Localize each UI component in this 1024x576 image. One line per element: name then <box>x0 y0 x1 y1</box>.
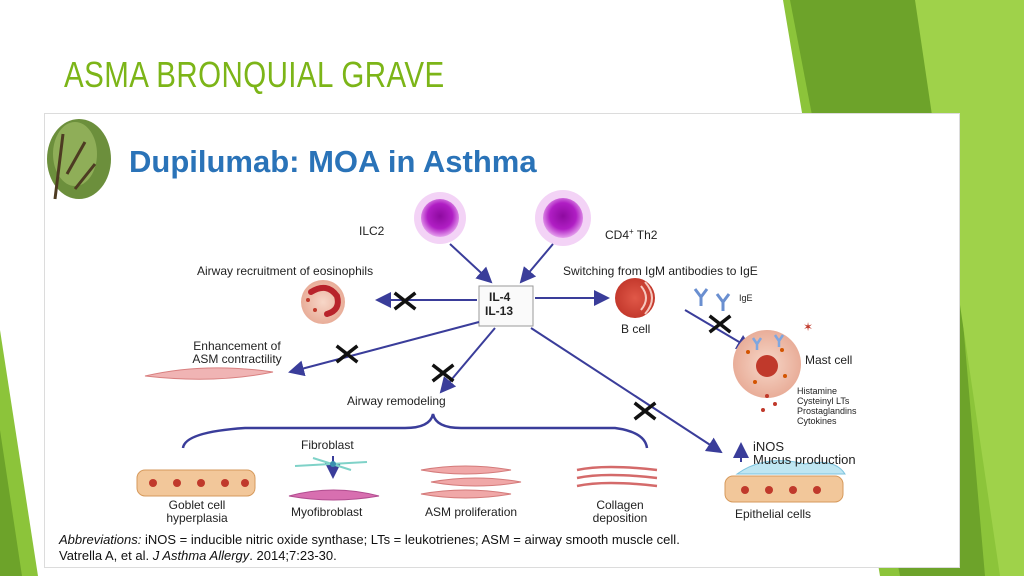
goblet-cell-label: Goblet cell hyperplasia <box>166 498 228 525</box>
igm-to-ige-label: Switching from IgM antibodies to IgE <box>563 264 758 278</box>
myofibroblast-label: Myofibroblast <box>291 505 363 519</box>
figure-title: Dupilumab: MOA in Asthma <box>129 144 537 179</box>
collagen-deposition-label: Collagen deposition <box>592 498 648 525</box>
pathway-arrows <box>288 243 753 479</box>
fibroblast-label: Fibroblast <box>301 438 354 452</box>
il4-label: IL-4 <box>489 290 511 304</box>
asm-proliferation-label: ASM proliferation <box>425 505 518 519</box>
epithelial-cells <box>724 460 846 503</box>
mucus-production-label: Mucus production <box>753 452 856 467</box>
mast-cell: ✶ <box>733 320 813 412</box>
mast-cell-label: Mast cell <box>805 353 853 367</box>
moa-figure: ✶ <box>44 113 960 568</box>
epithelial-cells-label: Epithelial cells <box>735 507 812 521</box>
eosinophil-recruitment-label: Airway recruitment of eosinophils <box>197 264 374 278</box>
ige-antibodies <box>693 288 731 311</box>
asm-contractility-label: Enhancement of ASM contractility <box>192 339 282 366</box>
asm-contractility-cell <box>144 367 274 380</box>
cd4-th2-cell <box>535 190 591 246</box>
dupilumab-block-marks <box>335 291 732 421</box>
il13-label: IL-13 <box>485 304 514 318</box>
inos-label: iNOS <box>753 439 785 454</box>
goblet-cells <box>136 469 256 497</box>
b-cell <box>615 278 655 318</box>
il4-il13-box <box>478 285 534 327</box>
airway-remodeling-label: Airway remodeling <box>347 394 446 408</box>
abbreviations-footnote: Abbreviations: iNOS = inducible nitric o… <box>59 532 680 563</box>
remodeling-bracket <box>181 413 649 449</box>
mediators-list: Histamine Cysteinyl LTs Prostaglandins C… <box>797 386 857 426</box>
eosinophil-cell <box>301 280 345 324</box>
moa-diagram-graphics: ✶ <box>47 119 846 503</box>
fibroblast-illustration <box>288 457 380 501</box>
slide-title: ASMA BRONQUIAL GRAVE <box>64 54 445 95</box>
b-cell-label: B cell <box>621 322 651 336</box>
cd4-th2-label: CD4+ Th2 <box>605 227 658 242</box>
ilc2-cell <box>414 192 466 244</box>
ilc2-label: ILC2 <box>359 224 385 238</box>
ige-label: IgE <box>739 293 753 303</box>
lung-illustration <box>47 119 111 200</box>
collagen-fibers <box>576 465 658 488</box>
svg-text:✶: ✶ <box>803 320 813 334</box>
citation: Vatrella A, et al. J Asthma Allergy. 201… <box>59 548 337 563</box>
asm-proliferation-cells <box>420 465 522 499</box>
